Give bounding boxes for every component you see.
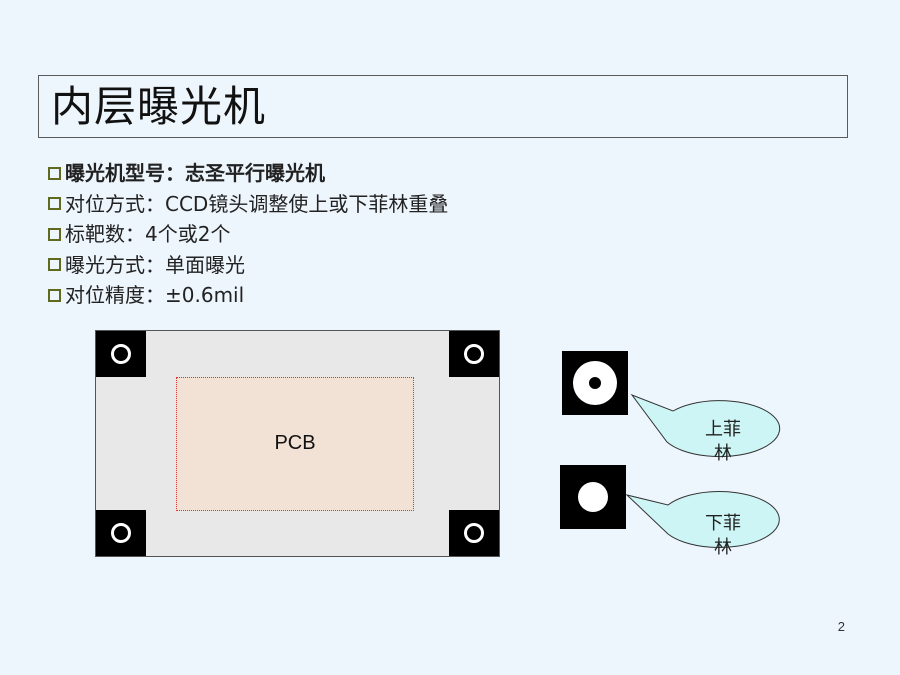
- bullet-text: 曝光方式：单面曝光: [65, 252, 245, 277]
- slide-title: 内层曝光机: [51, 82, 267, 131]
- bullet-text: 标靶数：4个或2个: [65, 222, 231, 247]
- bullet-text: 对位方式：CCD镜头调整使上或下菲林重叠: [65, 191, 449, 216]
- upper-film-target-icon: [562, 351, 628, 415]
- bullet-item: 对位精度：±0.6mil: [48, 280, 448, 311]
- bullet-text: 曝光机型号：志圣平行曝光机: [65, 161, 325, 186]
- bullet-square-icon: [48, 166, 61, 180]
- bullet-item: 曝光机型号：志圣平行曝光机: [48, 158, 448, 189]
- bullet-item: 标靶数：4个或2个: [48, 219, 448, 250]
- lower-film-target-icon: [560, 465, 626, 529]
- bullet-square-icon: [48, 258, 61, 272]
- bullet-text: 对位精度：±0.6mil: [65, 283, 245, 308]
- board-panel: PCB: [95, 330, 500, 557]
- fiducial-top-right-icon: [449, 331, 499, 377]
- lower-film-target-graphic: [578, 482, 608, 512]
- bullet-square-icon: [48, 197, 61, 211]
- upper-film-label: 上菲林: [705, 419, 741, 464]
- bullet-list: 曝光机型号：志圣平行曝光机 对位方式：CCD镜头调整使上或下菲林重叠 标靶数：4…: [48, 158, 448, 311]
- pcb-area: PCB: [176, 377, 414, 511]
- fiducial-bottom-left-icon: [96, 510, 146, 556]
- bullet-square-icon: [48, 288, 61, 302]
- lower-film-callout-bubble: [625, 491, 780, 548]
- upper-film-callout-bubble: [630, 393, 781, 458]
- lower-film-label: 下菲林: [705, 513, 741, 558]
- upper-film-target-graphic: [573, 361, 617, 405]
- pcb-label: PCB: [274, 432, 316, 454]
- page-number: 2: [837, 619, 845, 634]
- fiducial-bottom-right-icon: [449, 510, 499, 556]
- title-box: 内层曝光机: [38, 75, 848, 138]
- bullet-item: 对位方式：CCD镜头调整使上或下菲林重叠: [48, 189, 448, 220]
- fiducial-top-left-icon: [96, 331, 146, 377]
- bullet-square-icon: [48, 227, 61, 241]
- bullet-item: 曝光方式：单面曝光: [48, 250, 448, 281]
